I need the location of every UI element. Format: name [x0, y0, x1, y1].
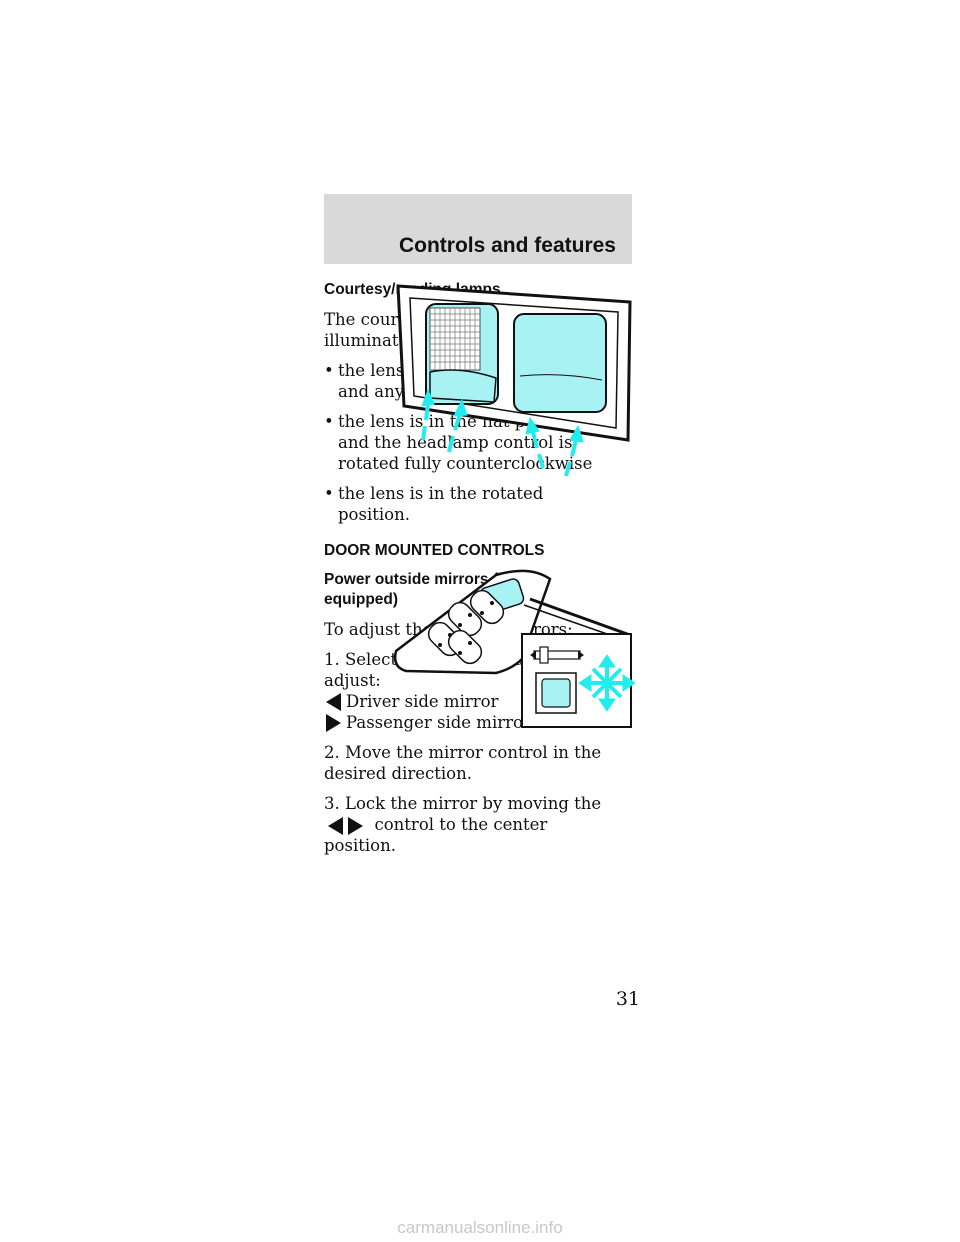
right-triangle-icon — [348, 816, 364, 835]
door-controls-illustration — [393, 569, 635, 728]
step-3: 3. Lock the mirror by moving the control… — [324, 794, 602, 855]
bullet-icon: • — [324, 484, 334, 503]
bullet-item: • the lens is in the rotated position. — [324, 484, 544, 524]
bullet-icon: • — [324, 412, 334, 431]
left-triangle-icon — [326, 693, 341, 711]
mirrors-subheading: Power outside mirrors (if equipped) — [324, 571, 508, 608]
courtesy-lamp-illustration — [396, 284, 632, 477]
door-heading: DOOR MOUNTED CONTROLS — [324, 542, 545, 559]
bullet-icon: • — [324, 361, 334, 380]
left-triangle-icon — [328, 816, 343, 835]
step-2: 2. Move the mirror control in the desire… — [324, 743, 602, 783]
right-triangle-icon — [326, 714, 341, 732]
page-number: 31 — [615, 988, 640, 1010]
watermark: carmanualsonline.info — [397, 1218, 563, 1237]
driver-mirror-label: Driver side mirror — [346, 692, 499, 711]
section-title: Controls and features — [398, 234, 616, 257]
section-header: Controls and features — [324, 194, 632, 264]
passenger-mirror-label: Passenger side mirror — [346, 713, 531, 732]
